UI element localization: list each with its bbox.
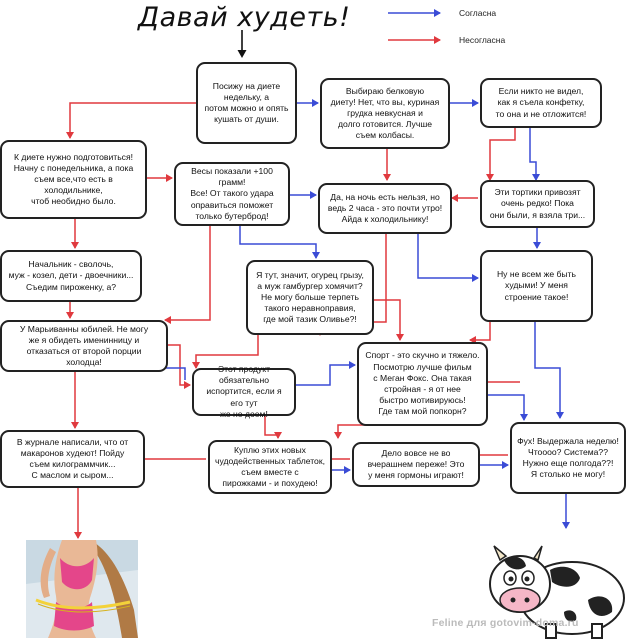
legend-agree-label: Согласна — [459, 8, 497, 18]
page-title: Давай худеть! — [138, 2, 351, 33]
legend-disagree-label: Несогласна — [459, 35, 506, 45]
node-candy-unseen: Если никто не видел, как я съела конфетк… — [480, 78, 602, 128]
node-hormones: Дело вовсе не во вчерашнем переже! Это у… — [352, 442, 480, 487]
node-cucumber-olivier: Я тут, значит, огурец грызу, а муж гамбу… — [246, 260, 374, 335]
node-boss-husband-kids: Начальник - сволочь, муж - козел, дети -… — [0, 250, 142, 302]
node-miracle-pills: Куплю этих новых чудодейственных таблето… — [208, 440, 332, 494]
node-diet-week: Посижу на диете недельку, а потом можно … — [196, 62, 297, 144]
node-magazine-pasta: В журнале написали, что от макаронов худ… — [0, 430, 145, 488]
node-rare-cakes: Эти тортики привозят очень редко! Пока о… — [480, 180, 595, 228]
node-birthday-aspic: У Марьиванны юбилей. Не могу же я обидет… — [0, 320, 168, 372]
node-prepare-monday: К диете нужно подготовиться! Начну с пон… — [0, 140, 147, 219]
node-night-fridge: Да, на ночь есть нельзя, но ведь 2 часа … — [318, 183, 452, 234]
node-survived-week: Фух! Выдержала неделю! Чтоооо? Система??… — [510, 422, 626, 494]
slim-woman-image — [26, 540, 138, 638]
node-sport-boring: Спорт - это скучно и тяжело. Посмотрю лу… — [357, 342, 488, 426]
cartoon-cow-image — [489, 545, 625, 639]
node-scales-plus-100: Весы показали +100 грамм! Все! От такого… — [174, 162, 290, 226]
watermark: Feline для gotovim-doma.ru — [432, 617, 579, 629]
node-not-everyone-thin: Ну не всем же быть худыми! У меня строен… — [480, 250, 593, 322]
node-protein-diet: Выбираю белковую диету! Нет, что вы, кур… — [320, 78, 450, 149]
node-product-spoils: Этот продукт обязательно испортится, есл… — [192, 364, 296, 419]
